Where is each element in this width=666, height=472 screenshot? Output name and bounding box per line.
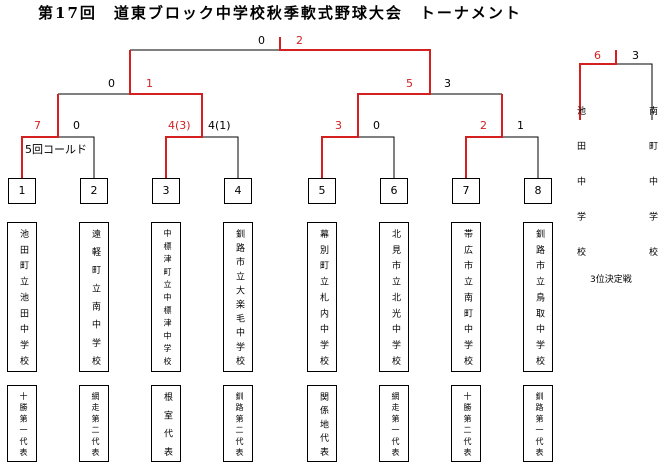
m4-right-score: 1 [517,119,524,132]
rep-box: 網走第一代表 [379,385,409,462]
seed-box: 3 [152,178,180,204]
final-left-score: 0 [258,34,265,47]
rep-label: 網走第一代表 [391,392,400,456]
team-name: 北見市立北光中学校 [390,229,400,365]
rep-label: 釧路第二代表 [235,392,244,456]
rep-box: 十勝第一代表 [7,385,37,462]
team-name: 釧路市立鳥取中学校 [534,229,544,365]
line-team7-win [465,94,503,178]
line-m3-right [358,136,395,178]
team-name-box: 池田町立池田中学校 [7,222,37,372]
line-third-right [616,63,653,120]
seed-box: 1 [8,178,36,204]
team-name: 中標津町立中標津中学校 [163,229,172,365]
m3-right-score: 0 [373,119,380,132]
rep-box: 根室代表 [151,385,181,462]
seed-box: 5 [308,178,336,204]
third-right-score: 3 [632,49,639,62]
team-name-box: 幕別町立札内中学校 [307,222,337,372]
bracket-lines-black [58,49,653,178]
called-game-note: 5回コールド [25,143,87,156]
m2-left-score: 4(3) [168,119,191,132]
rep-box: 釧路第二代表 [223,385,253,462]
team-name: 幕別町立札内中学校 [318,229,328,365]
rep-label: 十勝第一代表 [19,392,28,456]
semi1-left-score: 0 [108,77,115,90]
m4-left-score: 2 [480,119,487,132]
seed-box: 4 [224,178,252,204]
third-left-score: 6 [594,49,601,62]
line-m1-right [58,136,95,178]
rep-box: 網走第二代表 [79,385,109,462]
seed-box: 2 [80,178,108,204]
third-right-team: 南町中学校 [647,106,657,256]
m2-right-score: 4(1) [208,119,231,132]
team-name: 帯広市立南町中学校 [462,229,472,365]
final-right-score: 2 [296,34,303,47]
team-name-box: 中標津町立中標津中学校 [151,222,181,372]
semi2-left-score: 5 [406,77,413,90]
team-name-box: 北見市立北光中学校 [379,222,409,372]
rep-label: 関係地代表 [318,392,328,456]
third-place-caption: 3位決定戦 [590,275,632,285]
m1-right-score: 0 [73,119,80,132]
rep-box: 十勝第二代表 [451,385,481,462]
semi1-right-score: 1 [146,77,153,90]
team-name: 釧路市立大楽毛中学校 [234,229,244,365]
rep-box: 関係地代表 [307,385,337,462]
line-team5-win [279,37,431,178]
team-name-box: 釧路市立鳥取中学校 [523,222,553,372]
bracket-lines-winner [21,37,617,178]
m3-left-score: 3 [335,119,342,132]
semi2-right-score: 3 [444,77,451,90]
page-title: 第17回 道東ブロック中学校秋季軟式野球大会 トーナメント [38,4,522,22]
line-m4-right [502,136,539,178]
line-team1-win [21,94,59,178]
seed-box: 6 [380,178,408,204]
seed-box: 7 [452,178,480,204]
team-name: 池田町立池田中学校 [18,229,28,365]
m1-left-score: 7 [34,119,41,132]
line-third-win [579,50,617,120]
line-team3-win [129,50,203,178]
third-left-team: 池田中学校 [575,106,585,256]
rep-label: 網走第二代表 [91,392,100,456]
line-m2-right [202,136,239,178]
rep-label: 根室代表 [162,392,172,456]
rep-label: 十勝第二代表 [463,392,472,456]
team-name-box: 釧路市立大楽毛中学校 [223,222,253,372]
team-name: 遠軽町立南中学校 [90,229,100,365]
rep-label: 釧路第一代表 [535,392,544,456]
team-name-box: 帯広市立南町中学校 [451,222,481,372]
seed-box: 8 [524,178,552,204]
team-name-box: 遠軽町立南中学校 [79,222,109,372]
rep-box: 釧路第一代表 [523,385,553,462]
